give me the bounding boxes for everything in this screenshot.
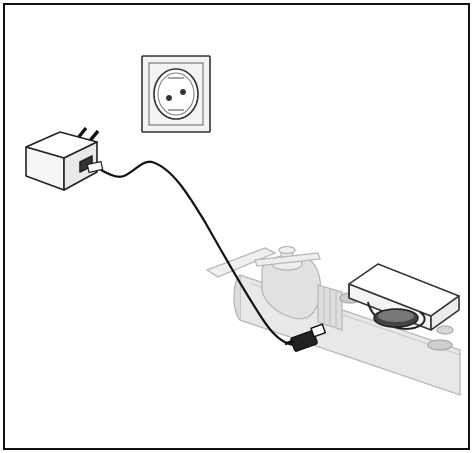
diagram-border	[4, 4, 469, 449]
wall-socket-icon	[142, 56, 210, 132]
